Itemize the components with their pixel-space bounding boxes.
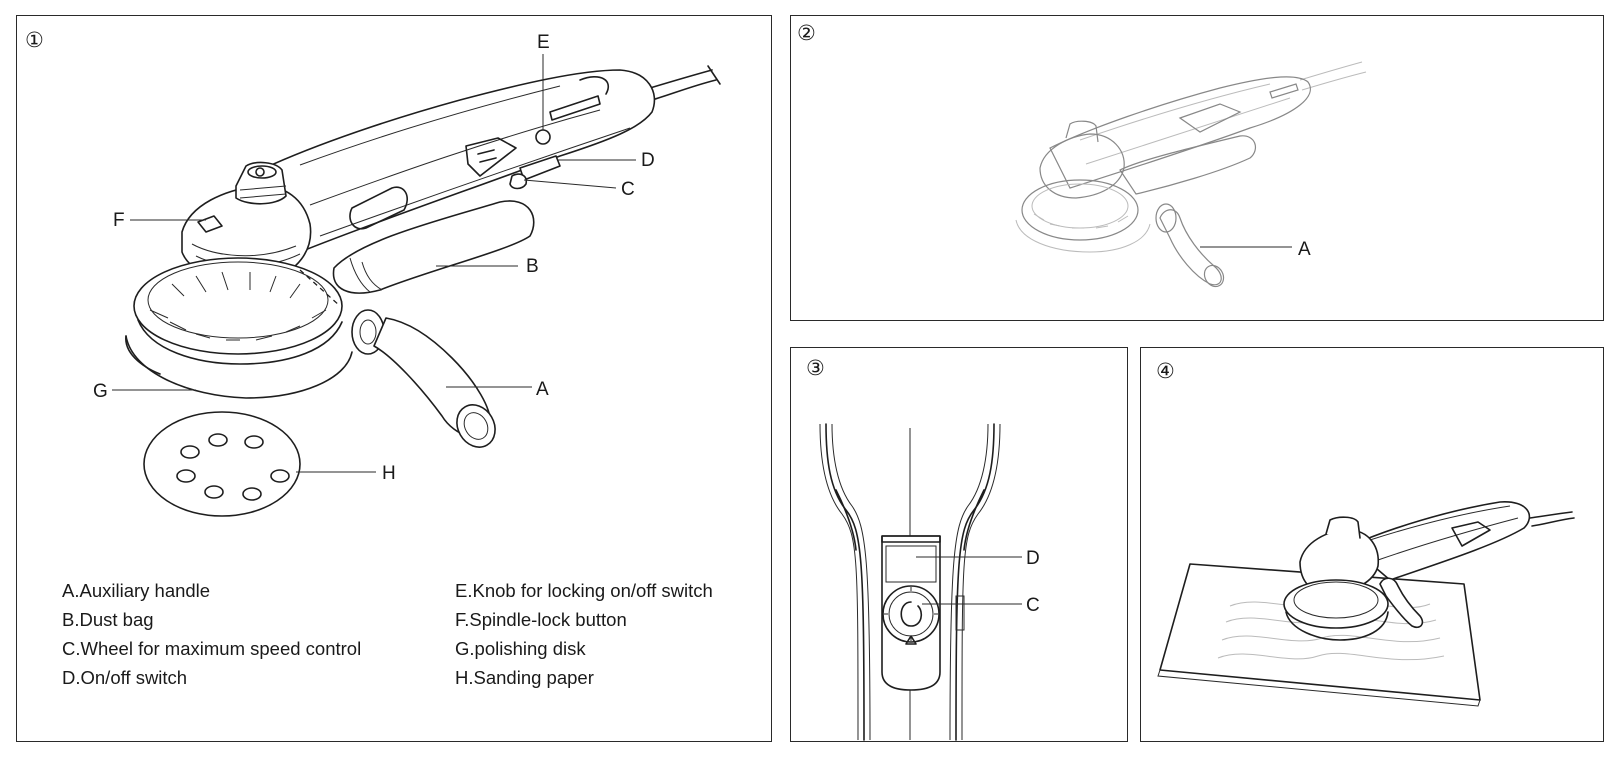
callout-H: H [382,463,396,484]
callout-F: F [113,210,125,231]
panel-3-number: ③ [806,356,825,380]
p3-callout-D: D [1026,548,1040,569]
callout-G: G [93,381,108,402]
panel-4 [1140,347,1604,742]
callout-E: E [537,32,550,53]
p2-callout-A: A [1298,239,1311,260]
legend-D: D.On/off switch [62,667,188,688]
legend-B: B.Dust bag [62,609,154,630]
callout-B: B [526,256,539,277]
legend-C: C.Wheel for maximum speed control [62,638,362,659]
p3-callout-C: C [1026,595,1040,616]
callout-D: D [641,150,655,171]
legend-H: H.Sanding paper [455,667,594,688]
legend-G: G.polishing disk [455,638,586,659]
panel-2 [790,15,1604,321]
panel-1-number: ① [25,28,44,52]
panel-2-number: ② [797,21,816,45]
callout-C: C [621,179,635,200]
legend-E: E.Knob for locking on/off switch [455,580,713,601]
callout-A: A [536,379,549,400]
panel-1 [16,15,772,742]
legend-A: A.Auxiliary handle [62,580,211,601]
panel-4-number: ④ [1156,359,1175,383]
panel-3 [790,347,1128,742]
legend-F: F.Spindle-lock button [455,609,627,630]
